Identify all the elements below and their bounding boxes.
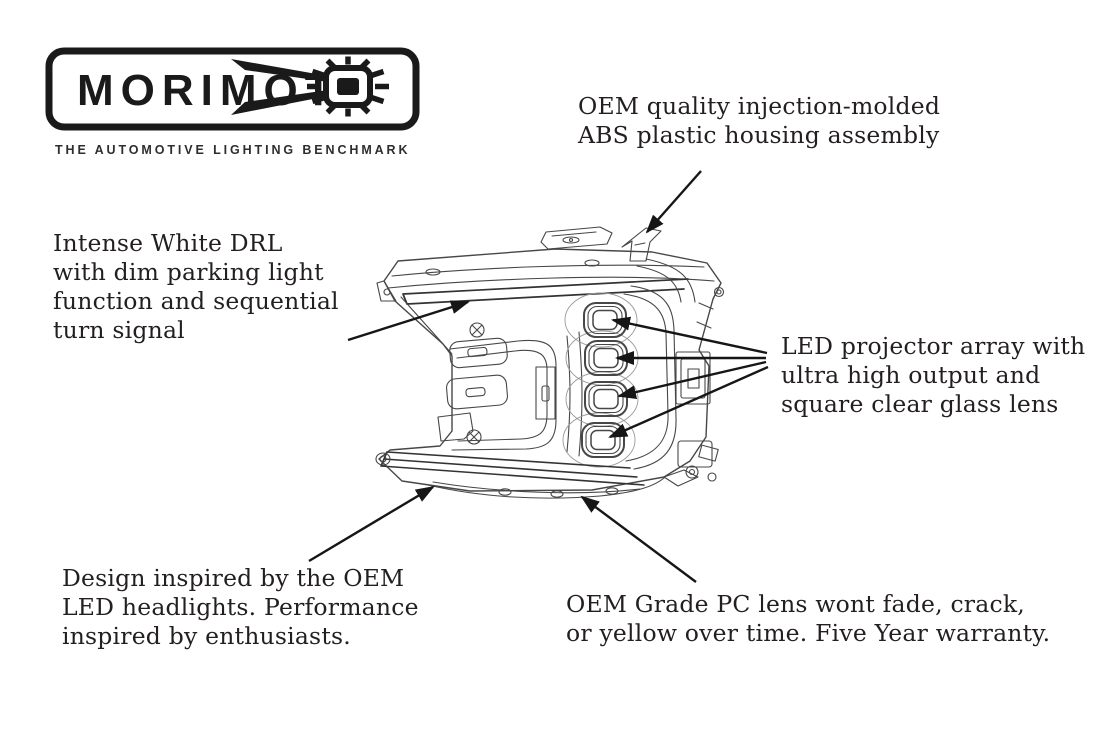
bottom-left-tab <box>375 452 391 466</box>
callout-abs-housing: OEM quality injection-molded ABS plastic… <box>578 92 941 149</box>
top-seam-lines <box>387 264 715 289</box>
logo-border <box>45 47 420 131</box>
side-plate <box>535 366 556 420</box>
channel-lines <box>566 331 583 457</box>
right-sweep-outer <box>630 285 677 470</box>
bottom-flange <box>427 477 665 499</box>
screw-icon <box>469 322 485 338</box>
reflector-pocket-1 <box>449 337 508 369</box>
drl-left-diagonal <box>400 296 453 355</box>
callout-design: Design inspired by the OEM LED headlight… <box>62 564 419 650</box>
callout-drl: Intense White DRL with dim parking light… <box>53 229 339 344</box>
morimoto-logo: MORIMOT <box>45 47 420 157</box>
starburst-icon <box>231 56 389 117</box>
arrow-pc-lens <box>580 495 697 583</box>
logo-tagline: THE AUTOMOTIVE LIGHTING BENCHMARK <box>55 143 411 157</box>
inner-bezel-outer <box>449 339 557 451</box>
projector-bezels <box>581 302 628 458</box>
inner-bezel-inner <box>456 349 548 442</box>
arrow-abs-housing <box>645 170 702 234</box>
callout-arrows <box>308 170 769 583</box>
callout-pc-lens: OEM Grade PC lens wont fade, crack, or y… <box>566 590 1051 647</box>
morimoto-logo-graphic: MORIMOT <box>45 47 420 131</box>
mounting-tab-center <box>540 226 613 250</box>
screw-icon <box>466 429 482 445</box>
top-detail-ellipse <box>425 268 441 276</box>
drl-bottom-bar <box>380 451 645 486</box>
top-detail-ellipse <box>584 259 600 267</box>
projector-3 <box>584 381 628 417</box>
headlight-drawing <box>375 226 725 499</box>
projector-1 <box>583 302 627 338</box>
arrow-projector-4 <box>608 365 769 439</box>
projector-4 <box>581 422 625 458</box>
arrow-projector-3 <box>617 360 767 399</box>
right-sweep-inner <box>623 293 669 462</box>
reflector-pocket-2 <box>446 374 508 410</box>
mounting-tab-right <box>621 227 662 262</box>
top-right-curves <box>636 258 696 303</box>
left-tip-detail <box>376 280 397 302</box>
arrow-projector-1 <box>611 316 768 355</box>
callout-led-projector: LED projector array with ultra high outp… <box>781 332 1086 418</box>
pocket-step <box>437 412 474 442</box>
arrow-design <box>308 485 435 563</box>
arrow-drl <box>347 300 470 342</box>
rear-housing-block <box>663 286 725 487</box>
